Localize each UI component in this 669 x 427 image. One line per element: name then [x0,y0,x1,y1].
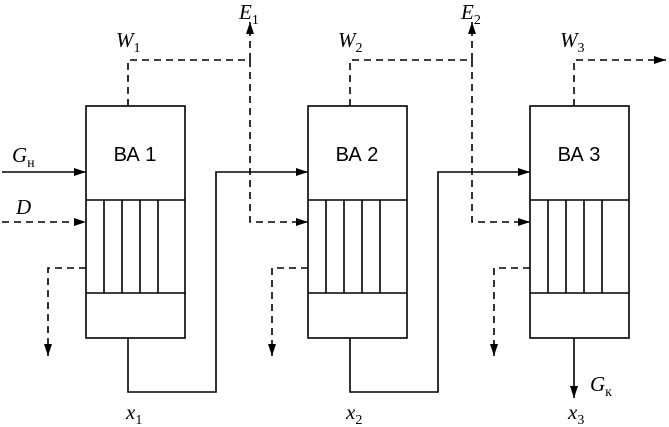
vapor-line-2 [349,59,472,106]
evaporator-1-label: ВА 1 [114,144,157,166]
outflow-label-2: x2 [345,400,362,427]
product-label: Gк [590,372,612,400]
condensate-drain-1 [44,267,86,356]
condensate-drain-2 [268,267,308,356]
outflow-label-3: x3 [567,400,584,427]
outflow-label-1: x1 [125,400,142,427]
evaporator-2 [307,105,408,339]
steam-label: D [15,195,31,219]
extra-vapor-label-1: E1 [238,0,259,28]
vapor-label-2: W2 [338,28,363,56]
solution-line-1-2 [127,168,308,393]
evaporator-2-label: ВА 2 [336,144,379,166]
solution-line-2-3 [349,168,530,393]
vapor-line-1 [127,59,250,106]
heating-vapor-line-2 [249,60,308,226]
vapor-label-3: W3 [560,28,585,56]
feed-label: Gн [12,143,35,171]
heating-vapor-line-3 [471,60,530,226]
extra-vapor-label-2: E2 [460,0,481,28]
vapor-line-3 [573,56,666,106]
evaporator-3-label: ВА 3 [558,144,601,166]
evaporator-1 [85,105,186,339]
evaporator-3 [529,105,630,339]
vapor-label-1: W1 [116,28,141,56]
condensate-drain-3 [490,267,530,356]
